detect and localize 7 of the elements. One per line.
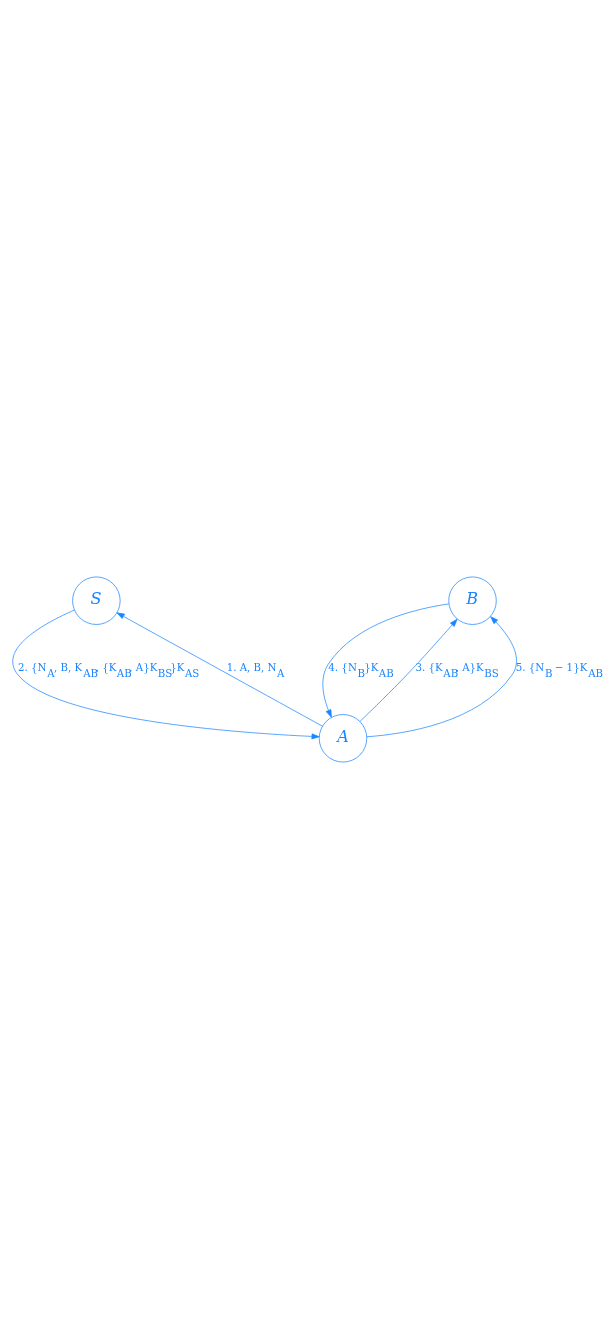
arrow <box>12 609 320 739</box>
arrow <box>359 618 458 722</box>
arrow <box>366 615 517 737</box>
node-circle: S <box>72 576 121 625</box>
node-circle: A <box>318 713 368 762</box>
arrow <box>116 611 323 726</box>
arrow <box>322 603 450 718</box>
